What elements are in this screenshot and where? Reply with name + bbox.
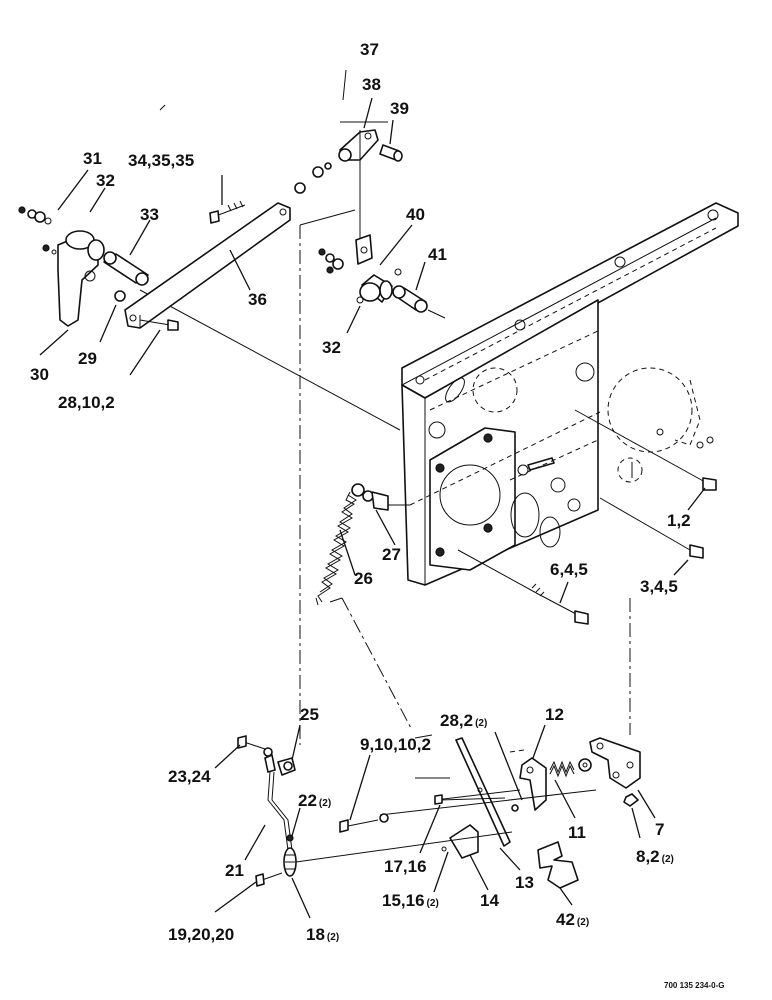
frame-plate	[401, 202, 739, 586]
callout-18-qty: (2)	[327, 932, 339, 943]
bolt-3	[599, 497, 704, 559]
callout-28-2: 28,2(2)	[440, 711, 487, 730]
callout-40: 40	[406, 205, 425, 224]
callout-28-10-2: 28,10,2	[58, 393, 115, 412]
callout-33: 33	[140, 205, 159, 224]
bolt-19	[255, 872, 283, 887]
callout-42-main: 42	[556, 910, 575, 929]
callout-32-upper: 32	[96, 171, 115, 190]
callout-29: 29	[78, 349, 97, 368]
callout-15-16-qty: (2)	[427, 898, 439, 909]
spring-11	[549, 758, 592, 778]
callout-12: 12	[545, 705, 564, 724]
callout-30: 30	[30, 365, 49, 384]
callout-14: 14	[480, 891, 499, 910]
bracket-14	[441, 824, 479, 859]
callout-3-4-5: 3,4,5	[640, 577, 678, 596]
bolt-6	[457, 549, 589, 625]
bolt-23	[237, 735, 273, 757]
callout-8-2: 8,2(2)	[636, 847, 674, 866]
callout-39: 39	[390, 99, 409, 118]
callout-18: 18(2)	[306, 925, 339, 944]
pivot-40	[356, 274, 393, 304]
bolt-9	[339, 813, 389, 833]
clevis-38	[338, 121, 388, 245]
callout-18-main: 18	[306, 925, 325, 944]
callout-41: 41	[428, 245, 447, 264]
washer-29	[114, 290, 126, 302]
hardware-22	[286, 834, 294, 842]
bolt-34	[209, 200, 246, 224]
callout-27: 27	[382, 545, 401, 564]
hardware-upper	[294, 162, 332, 194]
callout-34-35-35: 34,35,35	[128, 151, 194, 170]
lever-12	[519, 757, 547, 811]
drawing-number: 700 135 234-0-G	[664, 981, 725, 990]
callout-28-2-qty: (2)	[475, 718, 487, 729]
spacer-33	[103, 251, 149, 286]
callout-19-20-20: 19,20,20	[168, 925, 234, 944]
hardware-40	[318, 248, 402, 276]
bushing-41	[392, 285, 446, 319]
callout-17-16: 17,16	[384, 857, 427, 876]
callout-9-10-10-2: 9,10,10,2	[360, 735, 431, 754]
spring-26	[315, 491, 357, 606]
bolt-28	[139, 319, 179, 331]
bolt-1	[574, 409, 717, 491]
clip-42	[537, 841, 579, 889]
hardware-31	[18, 206, 57, 255]
callout-26: 26	[354, 569, 373, 588]
callout-28-2-main: 28,2	[440, 711, 473, 730]
lever-30	[57, 230, 105, 327]
bolt-17	[434, 794, 443, 805]
callout-37: 37	[360, 40, 379, 59]
callout-22-main: 22	[298, 791, 317, 810]
callout-8-2-qty: (2)	[662, 854, 674, 865]
clevis-25	[277, 757, 296, 776]
callout-22-qty: (2)	[319, 798, 331, 809]
callout-11: 11	[568, 823, 586, 842]
bracket-40	[355, 234, 373, 265]
callout-36: 36	[248, 290, 267, 309]
callout-31: 31	[83, 149, 102, 168]
callout-23-24: 23,24	[168, 767, 211, 786]
callout-15-16-main: 15,16	[382, 891, 425, 910]
spring-18	[283, 831, 513, 877]
callout-32-lower: 32	[322, 338, 341, 357]
callout-25: 25	[300, 705, 319, 724]
callout-15-16: 15,16(2)	[382, 891, 439, 910]
callout-7: 7	[655, 820, 664, 839]
rod-37	[342, 69, 347, 101]
callout-38: 38	[362, 75, 381, 94]
callout-1-2: 1,2	[667, 511, 691, 530]
callout-8-2-main: 8,2	[636, 847, 660, 866]
callout-42: 42(2)	[556, 910, 589, 929]
callout-22: 22(2)	[298, 791, 331, 810]
bracket-7	[589, 737, 641, 807]
callout-21: 21	[225, 861, 244, 880]
callout-6-4-5: 6,4,5	[550, 560, 588, 579]
callout-13: 13	[515, 873, 534, 892]
callout-42-qty: (2)	[577, 917, 589, 928]
pin-39	[379, 144, 403, 162]
callout-labels: 37 38 39 31 32 34,35,35 33 40 41 36 30 2…	[30, 40, 691, 944]
link-arm-36	[124, 202, 291, 329]
leader-lines	[39, 97, 706, 919]
bracket-27	[351, 483, 410, 511]
plate-13	[455, 737, 511, 847]
